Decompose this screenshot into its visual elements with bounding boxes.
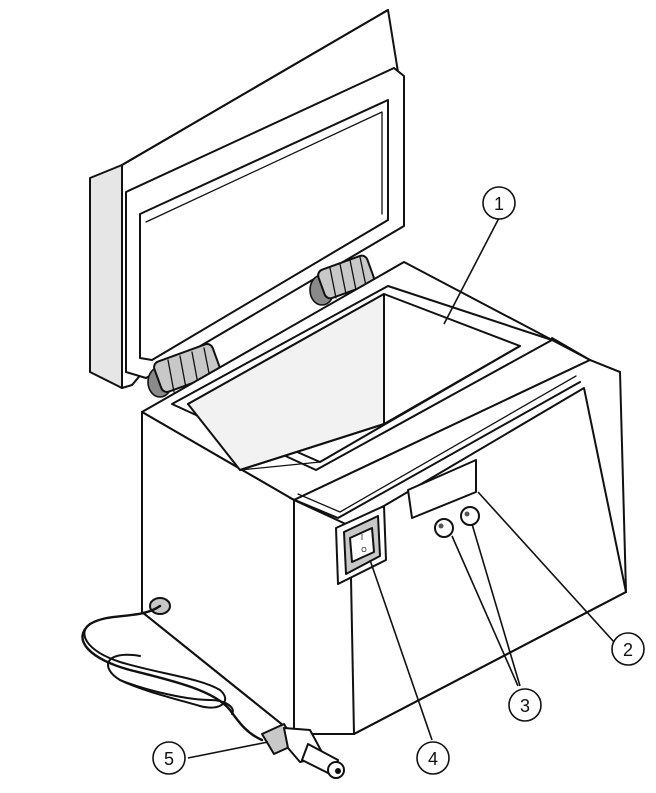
callout-4-label: 4: [428, 749, 438, 769]
temperature-display: [407, 459, 477, 519]
control-buttons[interactable]: [434, 506, 480, 538]
well-floor-edge: [239, 345, 521, 471]
callout-5-label: 5: [164, 749, 174, 769]
callout-3: 3: [508, 688, 542, 722]
hinge-front: [147, 343, 221, 398]
leader-3b: [471, 523, 521, 687]
callout-4: 4: [416, 741, 450, 775]
cord-main: [81, 604, 264, 742]
callout-2: 2: [611, 632, 645, 666]
well-side-edge: [187, 403, 321, 471]
lid: [89, 9, 405, 389]
leader-3a: [451, 535, 519, 687]
leader-1: [443, 217, 500, 325]
callout-5: 5: [152, 741, 186, 775]
lid-gasket-line: [145, 111, 383, 223]
power-cord: [81, 597, 345, 779]
lid-gasket-inner: [139, 99, 389, 361]
button-up[interactable]: [434, 518, 454, 538]
control-panel: I O: [335, 459, 480, 585]
leader-4: [369, 559, 433, 741]
cord-loop-2: [119, 679, 234, 715]
lid-side-face: [89, 164, 123, 389]
leader-lines: [187, 217, 615, 759]
power-switch[interactable]: I O: [335, 505, 387, 585]
switch-face: [349, 527, 375, 563]
front-bevel: [293, 387, 627, 593]
top-front-lip-2: [297, 375, 577, 513]
callout-1-label: 1: [494, 194, 504, 214]
callout-2-label: 2: [623, 640, 633, 660]
leader-5: [187, 741, 269, 759]
top-front-lip: [289, 381, 581, 519]
switch-off-symbol: O: [361, 547, 367, 554]
switch-on-symbol: I: [361, 533, 363, 542]
housing-base-edge: [141, 591, 627, 735]
leader-2: [477, 491, 615, 643]
button-down[interactable]: [460, 506, 480, 526]
top-rim-right: [551, 337, 621, 373]
callout-3-label: 3: [520, 696, 530, 716]
chamber-well: [171, 285, 553, 471]
vehicle-plug: [261, 723, 345, 779]
lid-top-edge: [121, 9, 389, 166]
callout-1: 1: [482, 186, 516, 220]
